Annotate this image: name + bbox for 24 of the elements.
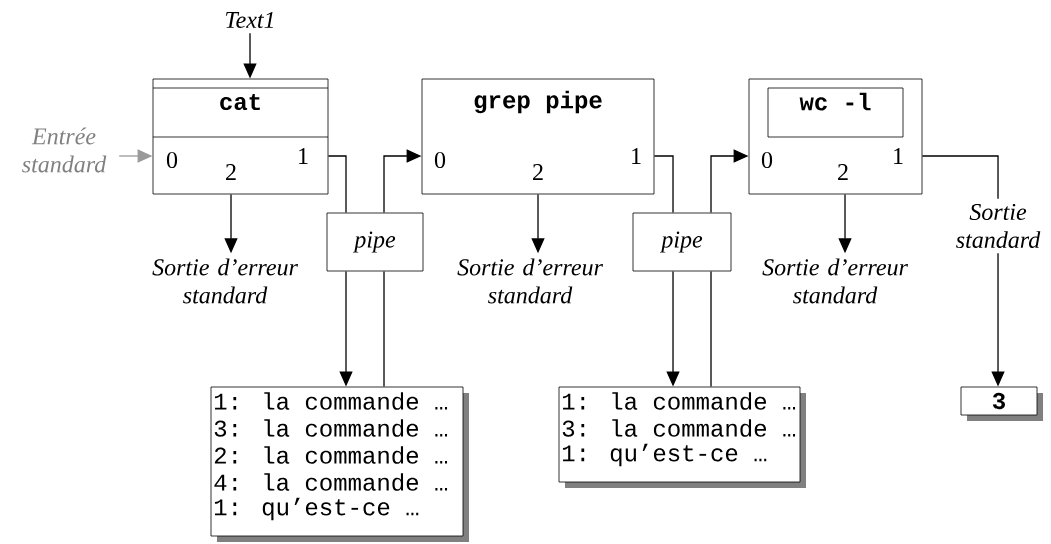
port-number: 1 <box>299 148 308 164</box>
label-text: Sortie d’erreur standard <box>457 258 603 304</box>
port-number: 1 <box>632 148 641 164</box>
pipe-box: pipe <box>326 212 424 272</box>
result-box: 3 <box>960 386 1043 421</box>
label-text: Sortie standard <box>956 203 1041 249</box>
output-box: 1: la commande … 3: la commande … 2: la commande … 4: la commande … 1: qu’est-ce … <box>210 386 469 542</box>
process-box <box>748 78 923 195</box>
label-text: Sortie d’erreur standard <box>152 258 298 304</box>
port-number: 2 <box>533 164 543 180</box>
pipe-box: pipe <box>632 212 732 272</box>
process-box: cat 0 2 1 <box>152 78 329 195</box>
port-number: 0 <box>434 151 446 169</box>
port-number: 0 <box>166 151 178 169</box>
label-text: Sortie d’erreur standard <box>762 258 908 304</box>
command-box: wc -l <box>767 87 904 138</box>
output-box: 1: la commande … 3: la commande … 1: qu’est-ce … <box>558 386 806 488</box>
port-number: 2 <box>838 164 848 180</box>
port-number: 0 <box>761 151 773 169</box>
port-number: 2 <box>226 164 236 180</box>
label-text: Text1 <box>226 11 273 29</box>
process-box: grep pipe 0 2 1 <box>421 78 655 195</box>
label-text: Entrée standard <box>22 127 107 173</box>
port-number: 1 <box>894 148 903 164</box>
